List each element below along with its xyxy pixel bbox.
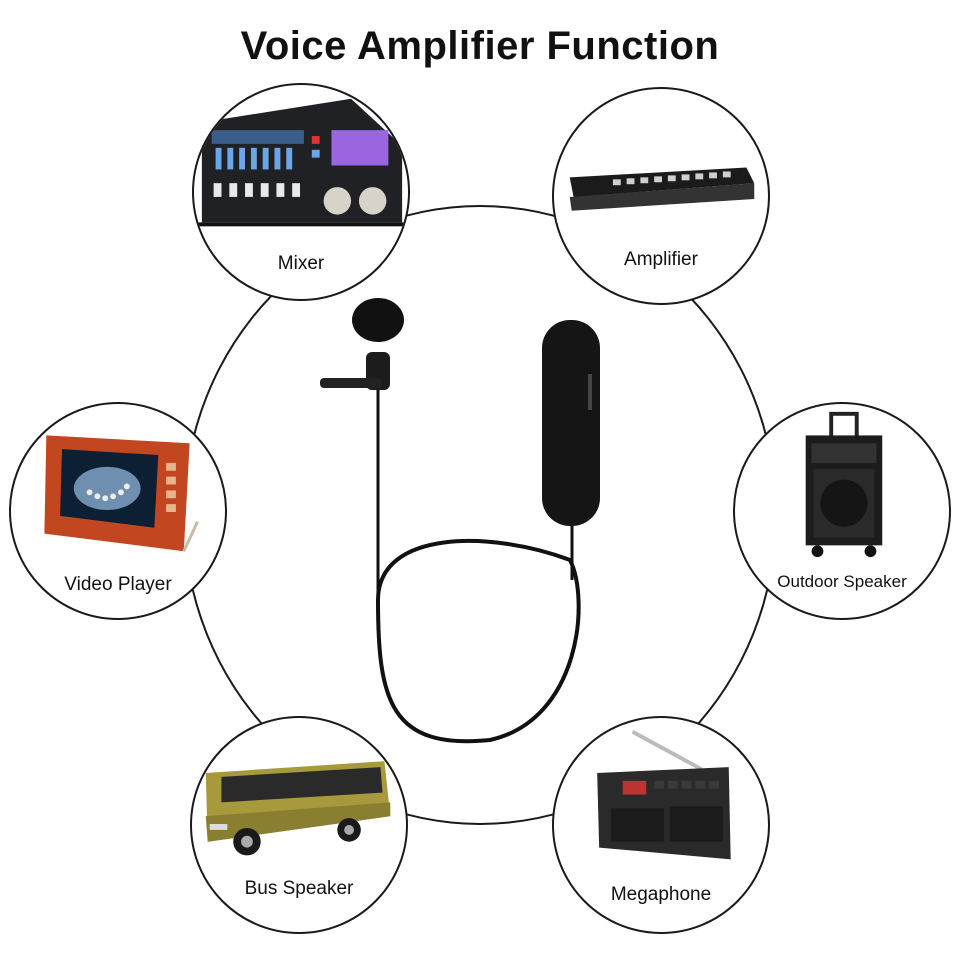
amplifier-icon	[569, 167, 755, 211]
device-label-video-player: Video Player	[64, 574, 172, 595]
page-title: Voice Amplifier Function	[240, 24, 720, 68]
device-label-bus-speaker: Bus Speaker	[244, 878, 354, 899]
device-circle-video-player: Video Player	[9, 402, 227, 620]
device-label-amplifier: Amplifier	[624, 249, 698, 270]
megaphone-icon	[597, 730, 731, 860]
device-label-megaphone: Megaphone	[610, 884, 712, 905]
video-player-icon	[44, 435, 199, 552]
outdoor-speaker-icon	[805, 411, 883, 558]
lavalier-microphone-icon	[320, 298, 404, 600]
device-label-mixer: Mixer	[277, 253, 325, 274]
center-product	[320, 298, 600, 744]
device-circle-outdoor-speaker: Outdoor Speaker	[733, 402, 951, 620]
device-circle-bus-speaker: Bus Speaker	[190, 716, 408, 934]
device-label-outdoor-speaker: Outdoor Speaker	[777, 572, 907, 591]
transmitter-icon	[542, 320, 600, 580]
device-circle-megaphone: Megaphone	[552, 716, 770, 934]
mixer-icon	[194, 98, 408, 227]
device-circle-amplifier: Amplifier	[552, 87, 770, 305]
bus-icon	[205, 761, 391, 856]
device-circle-mixer: Mixer	[192, 83, 410, 301]
cable-loop	[376, 538, 581, 744]
